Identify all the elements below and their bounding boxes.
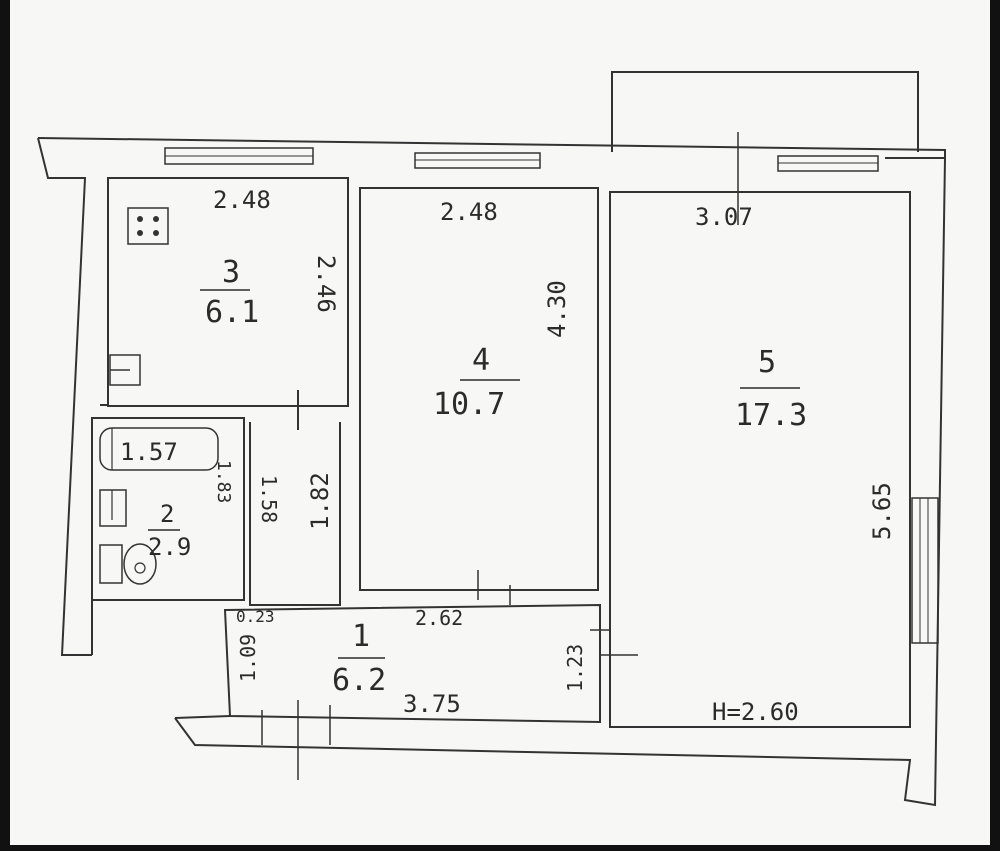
- room-5-outline: [609, 191, 911, 728]
- room-4-number: 4: [472, 343, 490, 378]
- corridor-outline: [249, 422, 341, 606]
- dim-bath-d2: 1.58: [257, 475, 281, 523]
- dim-room3-depth: 2.46: [312, 255, 340, 313]
- room-1-outline: [223, 603, 601, 724]
- room-5-area: 17.3: [735, 398, 807, 433]
- dim-entry-depth: 1.09: [236, 634, 260, 682]
- washbasin-icon: [99, 489, 127, 527]
- room-1-number: 1: [352, 619, 370, 654]
- room-2-area: 2.9: [148, 533, 191, 561]
- black-border-right: [990, 0, 1000, 851]
- room-1-area: 6.2: [332, 663, 386, 698]
- room-3-number: 3: [222, 255, 240, 290]
- stove-icon: [127, 207, 169, 245]
- dim-hall-length: 3.75: [403, 690, 461, 718]
- dim-hall-end: 1.23: [563, 644, 587, 692]
- dim-corridor-side: 1.82: [306, 472, 334, 530]
- dim-niche-small: 0.23: [236, 607, 275, 626]
- window-room5-side: [911, 497, 939, 644]
- outer-walls: [37, 137, 946, 807]
- dim-room4-depth: 4.30: [543, 280, 571, 338]
- dim-room5-depth: 5.65: [868, 482, 896, 540]
- dim-bath-length: 1.57: [120, 438, 178, 466]
- room-4-area: 10.7: [433, 387, 505, 422]
- room-2-outline: [91, 417, 245, 601]
- window-room3: [164, 147, 314, 165]
- dim-room4-width: 2.48: [440, 198, 498, 226]
- dim-room5-width: 3.07: [695, 203, 753, 231]
- kitchen-sink-icon: [109, 354, 141, 386]
- dim-room3-width: 2.48: [213, 186, 271, 214]
- dim-hall-width: 2.62: [415, 606, 463, 630]
- black-border-left: [0, 0, 10, 851]
- dim-bath-d1: 1.83: [213, 460, 234, 503]
- window-room4: [414, 152, 541, 169]
- ceiling-height-label: H=2.60: [712, 698, 799, 726]
- room-5-number: 5: [758, 345, 776, 380]
- room-2-number: 2: [160, 500, 174, 528]
- bathtub-icon: [99, 427, 219, 471]
- room-3-area: 6.1: [205, 295, 259, 330]
- toilet-icon: [99, 543, 157, 585]
- black-border-bottom: [0, 845, 1000, 851]
- room-3-outline: [107, 177, 349, 407]
- room-4-outline: [359, 187, 599, 591]
- window-room5: [777, 155, 879, 172]
- balcony: [611, 71, 919, 152]
